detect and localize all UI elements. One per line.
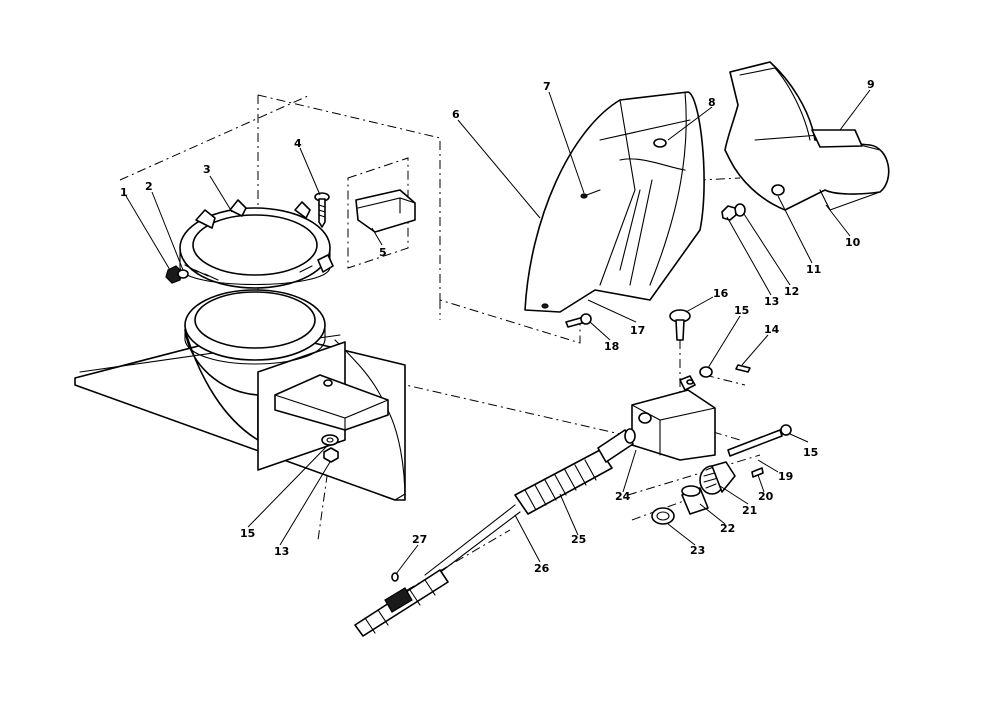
callout-19: 19: [778, 470, 793, 483]
washer-2: [177, 269, 189, 279]
cable-bracket-24: [631, 375, 716, 461]
callout-5: 5: [379, 246, 387, 259]
callout-labels: 1 2 3 4 5 6 7 8 9 10 11 12 13 14 15 15 1…: [120, 78, 875, 575]
bushing-23: [651, 507, 675, 525]
nut-13-upper: [721, 205, 737, 221]
bolt-11: [771, 184, 785, 196]
clamp-block-5: [355, 189, 416, 233]
callout-8: 8: [708, 96, 716, 109]
bushing-22: [681, 485, 709, 515]
callout-26: 26: [534, 562, 550, 575]
leader-lines: [125, 89, 871, 575]
handle-9: [724, 61, 890, 211]
callout-1: 1: [120, 186, 128, 199]
chute-ring: [179, 199, 334, 289]
callout-3: 3: [203, 163, 211, 176]
base-bracket: [274, 374, 389, 431]
callout-21: 21: [742, 504, 757, 517]
callout-20: 20: [758, 490, 774, 503]
cable-sheath-25: [514, 428, 636, 515]
callout-15-right: 15: [803, 446, 818, 459]
cotter-pin-14: [735, 364, 751, 373]
callout-11: 11: [806, 263, 821, 276]
shaft-19: [727, 429, 783, 457]
screw-18: [565, 313, 592, 328]
washer-15-right: [780, 424, 792, 436]
callout-6: 6: [452, 108, 460, 121]
callout-9: 9: [867, 78, 875, 91]
callout-23: 23: [690, 544, 705, 557]
callout-13-lower: 13: [274, 545, 289, 558]
callout-14: 14: [764, 323, 780, 336]
callout-7: 7: [543, 80, 551, 93]
worm-gear-21: [699, 461, 736, 495]
callout-12: 12: [784, 285, 799, 298]
nut-13-lower: [323, 447, 339, 463]
callout-2: 2: [145, 180, 153, 193]
callout-10: 10: [845, 236, 861, 249]
deflector-6: [524, 91, 705, 313]
callout-4: 4: [294, 137, 302, 150]
washer-15-upper: [699, 366, 713, 378]
callout-17: 17: [630, 324, 645, 337]
carriage-bolt-16: [669, 309, 691, 341]
pin-20: [751, 467, 764, 478]
callout-27: 27: [412, 533, 427, 546]
callout-24: 24: [615, 490, 631, 503]
callout-25: 25: [571, 533, 586, 546]
callout-13-upper: 13: [764, 295, 779, 308]
nut-1: [165, 265, 183, 284]
callout-18: 18: [604, 340, 619, 353]
callout-22: 22: [720, 522, 735, 535]
callout-16: 16: [713, 287, 729, 300]
washer-15-lower: [321, 434, 339, 446]
crank-end-27: [354, 569, 449, 637]
callout-15-lower: 15: [240, 527, 255, 540]
chute-ring-seat: [184, 289, 326, 365]
callout-15-upper: 15: [734, 304, 749, 317]
screw-4: [314, 192, 330, 228]
cable-core-26: [424, 504, 521, 581]
